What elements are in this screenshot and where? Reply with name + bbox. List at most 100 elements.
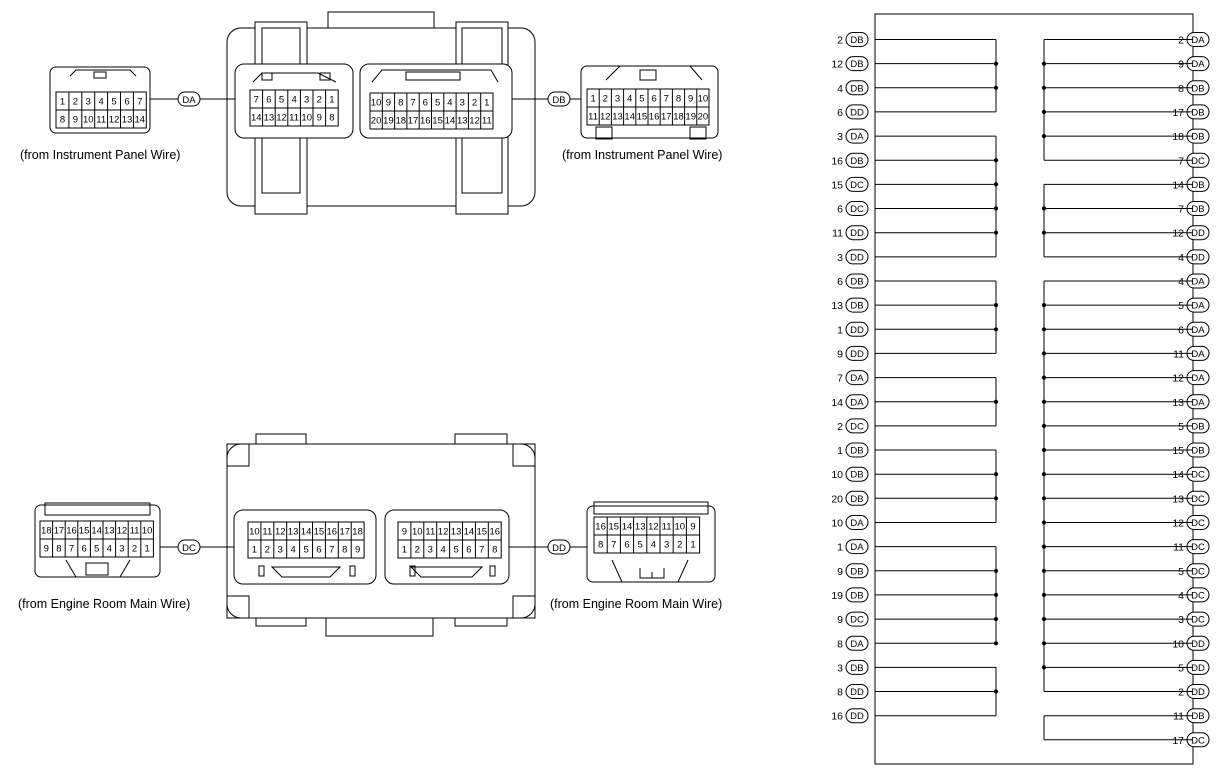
terminal-pin-number: 12	[1172, 518, 1184, 530]
db-socket-pin: 10	[371, 98, 382, 109]
dc-socket-pin: 14	[301, 527, 312, 538]
terminal-pin-number: 1	[837, 324, 843, 336]
terminal-connector-code: DC	[850, 180, 864, 191]
terminal-connector-code: DD	[850, 252, 864, 263]
db-plug-pin: 18	[673, 112, 684, 123]
junction-dot	[1041, 134, 1047, 139]
terminal-connector-code: DD	[1191, 252, 1205, 263]
dd-socket-pin: 14	[464, 527, 475, 538]
dd-plug-pin: 10	[675, 522, 686, 533]
db-socket-pin: 20	[371, 116, 382, 127]
db-plug-pin: 14	[624, 112, 635, 123]
junction-dot	[993, 303, 999, 308]
terminal-connector-code: DD	[850, 687, 864, 698]
left-circuit-group	[875, 39, 999, 113]
da-plug-pin: 14	[135, 115, 146, 126]
db-socket-pin: 12	[469, 116, 480, 127]
terminal-connector-code: DA	[1191, 59, 1205, 70]
terminal-connector-code: DC	[1191, 590, 1205, 601]
terminal-pin-number: 7	[837, 373, 843, 385]
dd-socket-pin: 13	[451, 527, 462, 538]
dc-plug-pin: 14	[91, 526, 102, 537]
dc-socket-pin: 8	[342, 545, 347, 556]
db-plug-pin: 8	[676, 94, 681, 105]
dc-caption: (from Engine Room Main Wire)	[18, 597, 190, 611]
terminal-connector-code: DB	[1191, 107, 1204, 118]
da-plug-pin: 1	[60, 97, 65, 108]
dc-plug-pin: 8	[56, 544, 61, 555]
terminal-connector-code: DB	[850, 35, 863, 46]
terminal-connector-code: DC	[850, 615, 864, 626]
terminal-pin-number: 10	[831, 469, 843, 481]
terminal-pin-number: 9	[837, 348, 843, 360]
terminal-connector-code: DB	[1191, 711, 1204, 722]
dc-socket-pin: 17	[340, 527, 351, 538]
terminal-connector-code: DC	[1191, 156, 1205, 167]
terminal-pin-number: 6	[1178, 324, 1184, 336]
junction-dot	[993, 472, 999, 477]
db-plug-pin: 13	[612, 112, 623, 123]
terminal-pin-number: 4	[1178, 590, 1184, 602]
db-socket-pin: 18	[396, 116, 407, 127]
junction-dot	[993, 182, 999, 187]
terminal-pin-number: 18	[1172, 131, 1184, 143]
dc-socket-pin: 7	[329, 545, 334, 556]
dd-socket-pin: 12	[438, 527, 449, 538]
dc-socket-pin: 13	[288, 527, 299, 538]
db-socket-pin: 11	[482, 116, 492, 127]
db-connector-tag: DB	[547, 91, 571, 107]
junction-dot	[1041, 568, 1047, 573]
junction-dot	[1041, 665, 1047, 670]
junction-dot	[993, 230, 999, 235]
junction-dot	[1041, 592, 1047, 598]
junction-dot	[993, 399, 999, 404]
db-plug-pin: 9	[688, 94, 693, 105]
terminal-pin-number: 2	[1178, 35, 1184, 47]
terminal-connector-code: DB	[850, 83, 863, 94]
db-socket-pin: 5	[435, 98, 440, 109]
left-circuit-group	[875, 666, 999, 717]
db-socket-pin: 1	[484, 98, 489, 109]
dc-socket-pin: 5	[303, 545, 308, 556]
left-circuit-group	[875, 135, 999, 258]
dc-socket-pin: 9	[355, 545, 360, 556]
da-socket-pin: 12	[276, 113, 287, 124]
junction-dot	[993, 568, 999, 573]
dc-plug-pin: 4	[107, 544, 112, 555]
da-socket-pin: 5	[279, 95, 284, 106]
terminal-connector-code: DC	[850, 421, 864, 432]
dc-connector-tag: DC	[177, 539, 201, 555]
db-plug-pin: 1	[590, 94, 595, 105]
junction-dot	[1041, 641, 1047, 646]
terminal-pin-number: 4	[837, 83, 843, 95]
dd-plug-pin: 11	[662, 522, 672, 533]
da-plug-pin: 6	[124, 97, 129, 108]
db-plug-pin: 17	[661, 112, 672, 123]
dd-plug-pin: 13	[635, 522, 646, 533]
terminal-pin-number: 2	[1178, 687, 1184, 699]
dd-plug-pin: 8	[598, 540, 603, 551]
terminal-connector-code: DB	[1191, 83, 1204, 94]
dd-plug-pin: 14	[622, 522, 633, 533]
dc-socket-pin: 10	[249, 527, 260, 538]
da-plug-pin: 10	[83, 115, 94, 126]
dc-plug-pin: 1	[144, 544, 149, 555]
db-plug-pin: 5	[639, 94, 644, 105]
da-caption: (from Instrument Panel Wire)	[20, 148, 180, 162]
terminal-connector-code: DA	[850, 542, 864, 553]
dd-plug-pin: 7	[611, 540, 616, 551]
terminal-pin-number: 5	[1178, 662, 1184, 674]
